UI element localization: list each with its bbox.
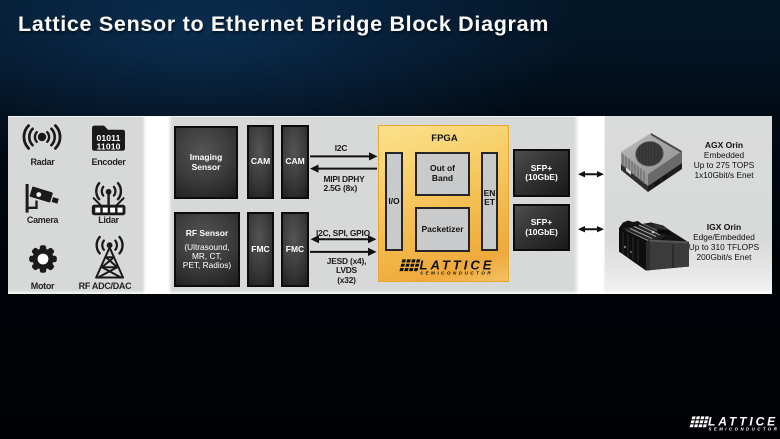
- svg-text:LATTICE: LATTICE: [420, 257, 495, 272]
- svg-text:SEMICONDUCTOR: SEMICONDUCTOR: [420, 271, 493, 276]
- svg-text:SEMICONDUCTOR: SEMICONDUCTOR: [709, 426, 780, 431]
- svg-text:11010: 11010: [97, 142, 121, 152]
- svg-text:01011: 01011: [97, 133, 121, 143]
- svg-text:LATTICE: LATTICE: [708, 415, 778, 429]
